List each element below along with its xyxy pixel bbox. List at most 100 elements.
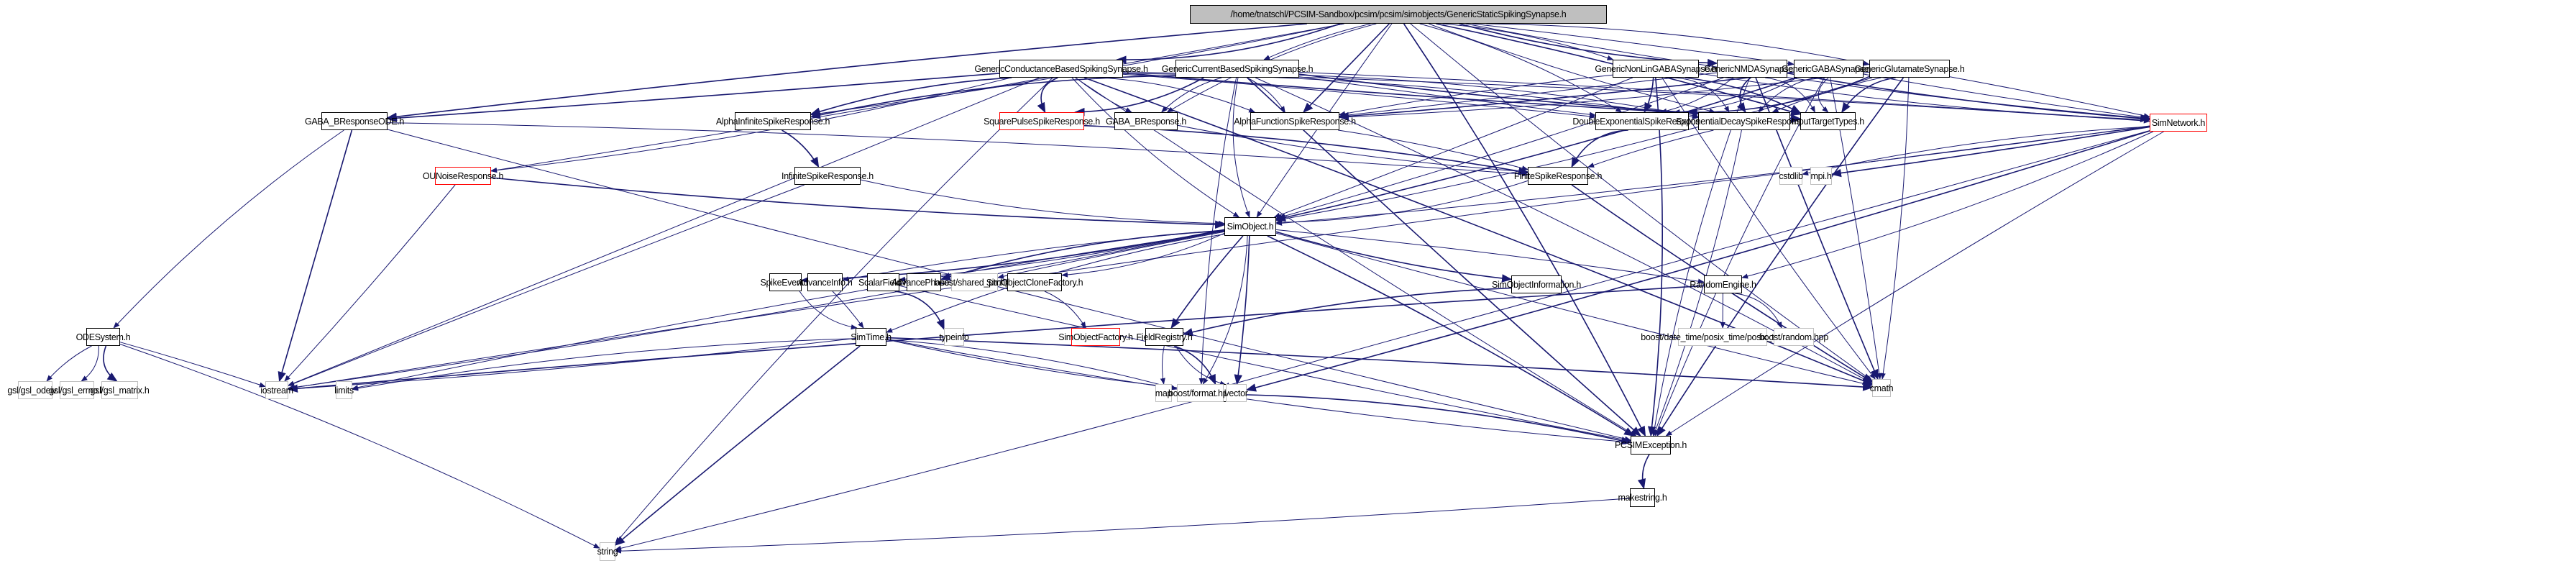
node-simobjectclonefactory[interactable]: SimObjectCloneFactory.h: [986, 273, 1083, 291]
edge-gnlgaba-to-alphafn: [1339, 74, 1613, 117]
node-simobjectinformation[interactable]: SimObjectInformation.h: [1492, 275, 1581, 293]
edge-gglut-to-alphafn: [1339, 71, 1870, 120]
edge-gcbss-to-string: [615, 77, 1053, 544]
edge-gnlgaba-to-dblexp: [1644, 77, 1654, 114]
edge-scalarf-to-typeinfo: [894, 291, 945, 331]
edge-simtime-to-cmath: [886, 337, 1874, 391]
edge-gnmda-to-simnet: [1787, 72, 2151, 123]
node-genericnonlingabasynapse[interactable]: GenericNonLinGABASynapse.h: [1595, 60, 1717, 78]
node-spikeevent[interactable]: SpikeEvent.h: [760, 273, 811, 291]
edge-root-to-ggaba: [1472, 23, 1795, 66]
node-gsl-matrix: gsl/gsl_matrix.h: [90, 381, 150, 399]
node-genericconductancebasedspikingsynapse[interactable]: GenericConductanceBasedSpikingSynapse.h: [974, 60, 1148, 78]
node-label: /home/tnatschl/PCSIM-Sandbox/pcsim/pcsim…: [1230, 9, 1567, 19]
node-genericglutamatesynapse[interactable]: GenericGlutamateSynapse.h: [1855, 60, 1965, 78]
edge-simnet-to-pcsimexc: [1665, 131, 2164, 437]
node-gaba-bresponse[interactable]: GABA_BResponse.h: [1106, 112, 1186, 130]
node-scalarfield[interactable]: ScalarField.h: [858, 273, 908, 291]
node-label: SimTime.h: [851, 332, 891, 342]
node-gaba-bresponseode[interactable]: GABA_BResponseODE.h: [305, 112, 404, 130]
edge-root-to-gcbss: [1116, 23, 1341, 64]
edge-simnet-to-cstdlib: [1802, 126, 2150, 176]
edge-infspike-to-iostream: [288, 184, 805, 386]
node-label: cstdlib: [1779, 170, 1803, 181]
edge-odesys-to-errno: [81, 345, 99, 382]
edge-scalarf-to-pcsimexc: [899, 285, 1631, 443]
node-inputtargettypes[interactable]: InputTargetTypes.h: [1792, 112, 1864, 130]
edge-gglut-to-itt: [1841, 77, 1896, 114]
edge-simnet-to-simobj: [1275, 125, 2150, 226]
node-squarepulsespikeresponse[interactable]: SquarePulseSpikeResponse.h: [984, 112, 1100, 130]
node-label: iostream: [260, 385, 293, 396]
node-fieldregistry[interactable]: FieldRegistry.h: [1137, 328, 1193, 346]
node-simobjectfactory[interactable]: SimObjectFactory.h: [1058, 328, 1133, 346]
node-genericgabasynapse[interactable]: GenericGABASynapse.h: [1782, 60, 1876, 78]
edge-gcurbss-to-dblexp: [1298, 76, 1596, 117]
node-simobject[interactable]: SimObject.h: [1224, 217, 1276, 236]
node-label: boost/format.hpp: [1168, 388, 1233, 398]
edge-gglut-to-pcsimexc: [1656, 77, 1905, 437]
node-ounoiseresponse[interactable]: OUNoiseResponse.h: [423, 167, 503, 185]
node-infinitespikeresponse[interactable]: InfiniteSpikeResponse.h: [781, 167, 874, 185]
edge-gglut-to-expdec: [1771, 77, 1881, 113]
node-alphafunctionspikeresponse[interactable]: AlphaFunctionSpikeResponse.h: [1234, 112, 1356, 130]
edge-simobj-to-advphase: [940, 230, 1225, 281]
node-label: GenericCurrentBasedSpikingSynapse.h: [1161, 63, 1314, 74]
node-label: InputTargetTypes.h: [1792, 116, 1864, 127]
node-randomengine[interactable]: RandomEngine.h: [1690, 275, 1756, 293]
edge-odesys-to-odeiv: [46, 345, 92, 382]
edge-simobj-to-sharedptr: [997, 231, 1225, 279]
edge-ggaba-to-pcsimexc: [1654, 77, 1825, 437]
edge-ggaba-to-alphafn: [1338, 71, 1795, 121]
node-makestring[interactable]: makestring.h: [1618, 488, 1667, 507]
edge-gcbss-to-sqpulse: [1037, 77, 1058, 114]
node-exponentialdecayspikeresponse[interactable]: ExponentialDecaySpikeResponse.h: [1676, 112, 1812, 130]
edge-gnmda-to-dblexp: [1660, 77, 1734, 114]
edge-simobj-to-limits: [352, 231, 1225, 391]
node-label: SimNetwork.h: [2151, 117, 2206, 128]
node-label: cmath: [1869, 383, 1894, 393]
edge-rng-to-iostream: [287, 285, 1705, 393]
node-mpi: mpi.h: [1810, 167, 1832, 185]
edge-odesys-to-matrix: [103, 345, 118, 382]
edge-simobj-to-iostream: [288, 230, 1225, 391]
node-label: SimObject.h: [1227, 222, 1274, 232]
node-label: string: [597, 547, 618, 557]
node-genericcurrentbasedspikingsynapse[interactable]: GenericCurrentBasedSpikingSynapse.h: [1162, 60, 1314, 78]
node-odesystem[interactable]: ODESystem.h: [76, 328, 131, 346]
node-root-genericstaticspikingsynapse[interactable]: /home/tnatschl/PCSIM-Sandbox/pcsim/pcsim…: [1190, 5, 1607, 24]
node-label: GenericNMDASynapse.h: [1704, 63, 1800, 74]
edge-ounoise-to-iostream: [284, 184, 456, 382]
edge-simobj-to-soinfo: [1275, 231, 1513, 283]
node-simtime[interactable]: SimTime.h: [851, 328, 891, 346]
node-alphainfinitespikeresponse[interactable]: AlphaInfiniteSpikeResponse.h: [716, 112, 830, 130]
edge-simobj-to-scalarf: [899, 230, 1225, 282]
edge-expdec-to-finspike: [1587, 129, 1714, 168]
edge-alphafn-to-finspike: [1338, 129, 1528, 171]
edge-field-to-pcsimexc: [1236, 393, 1632, 445]
edge-gcurbss-to-alphainf: [810, 75, 1176, 119]
node-label: AlphaFunctionSpikeResponse.h: [1234, 116, 1356, 127]
node-advanceinfo[interactable]: AdvanceInfo.h: [797, 273, 853, 291]
node-finitespikeresponse[interactable]: FiniteSpikeResponse.h: [1514, 167, 1602, 185]
node-iostream: iostream: [260, 381, 293, 399]
edge-root-to-gabaode: [386, 23, 1307, 122]
node-boost-random: boost/random.hpp: [1759, 328, 1828, 346]
edge-simobj-to-clonef: [1061, 232, 1225, 278]
node-label: vector: [1224, 388, 1248, 398]
edge-root-to-gglut: [1486, 23, 1870, 66]
edge-clonef-to-sofact: [1044, 291, 1086, 329]
edge-odesys-to-string: [119, 344, 600, 549]
node-doubleexponentialspikeresponse[interactable]: DoubleExponentialSpikeResponse.h: [1572, 112, 1712, 130]
edge-simtime-to-pcsimexc: [886, 339, 1631, 444]
edge-simobj-to-bformat: [1202, 235, 1248, 385]
node-pcsimexception[interactable]: PCSIMException.h: [1615, 436, 1687, 455]
edge-gcurbss-to-sqpulse: [1074, 77, 1204, 117]
edge-root-to-pcsimexc: [1403, 23, 1646, 437]
edge-gcurbss-to-bformat: [1198, 77, 1237, 385]
node-genericnmdasynapse[interactable]: GenericNMDASynapse.h: [1704, 60, 1800, 78]
edge-gnmda-to-alphafn: [1339, 72, 1718, 119]
node-advancephase[interactable]: AdvancePhase.h: [891, 273, 956, 291]
node-simnetwork[interactable]: SimNetwork.h: [2150, 114, 2207, 132]
